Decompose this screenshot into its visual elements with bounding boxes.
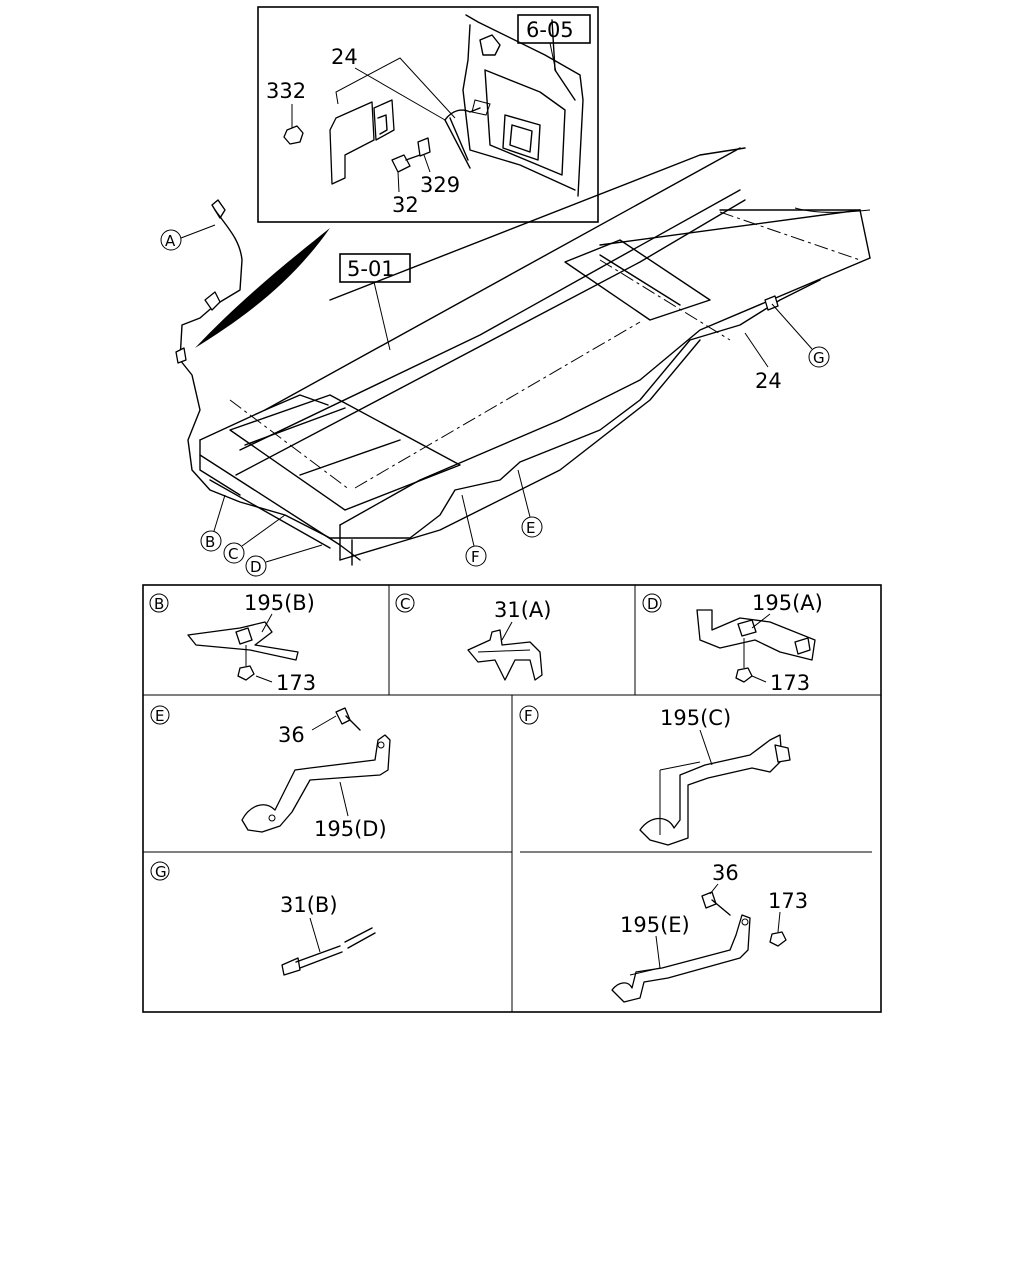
label-31A: 31(A) bbox=[494, 598, 551, 622]
label-195B: 195(B) bbox=[244, 591, 315, 615]
detail-195E: 36 173 195(E) bbox=[611, 861, 808, 1003]
label-173-H: 173 bbox=[768, 889, 808, 913]
svg-text:B: B bbox=[205, 533, 215, 551]
detail-B: B 195(B) 173 bbox=[149, 591, 316, 695]
svg-text:E: E bbox=[155, 707, 164, 725]
label-195E: 195(E) bbox=[620, 913, 690, 937]
svg-text:C: C bbox=[228, 545, 238, 563]
callout-G[interactable]: G bbox=[771, 303, 830, 368]
ref-5-01: 5-01 bbox=[347, 257, 395, 281]
label-195D: 195(D) bbox=[314, 817, 387, 841]
label-24-inset: 24 bbox=[331, 45, 358, 69]
label-24-main: 24 bbox=[755, 369, 782, 393]
svg-text:C: C bbox=[400, 595, 410, 613]
detail-C: C 31(A) bbox=[395, 593, 551, 681]
ref-box-6-05 bbox=[517, 14, 591, 44]
label-329: 329 bbox=[420, 173, 460, 197]
svg-text:F: F bbox=[471, 548, 480, 566]
label-173-D: 173 bbox=[770, 671, 810, 695]
svg-text:D: D bbox=[647, 595, 659, 613]
detail-grid bbox=[142, 584, 882, 1013]
svg-text:A: A bbox=[165, 232, 176, 250]
svg-text:E: E bbox=[526, 519, 535, 537]
detail-G: G 31(B) bbox=[150, 861, 376, 976]
ref-6-05: 6-05 bbox=[526, 18, 574, 42]
cable-24 bbox=[179, 209, 821, 539]
svg-text:B: B bbox=[154, 595, 164, 613]
svg-text:G: G bbox=[813, 349, 825, 367]
callout-C[interactable]: C bbox=[223, 514, 286, 564]
callout-A[interactable]: A bbox=[160, 224, 216, 251]
svg-text:F: F bbox=[524, 707, 533, 725]
label-195A: 195(A) bbox=[752, 591, 823, 615]
callout-F[interactable]: F bbox=[461, 494, 487, 567]
label-332: 332 bbox=[266, 79, 306, 103]
inset-detail: 6-05 24 332 329 32 bbox=[257, 6, 599, 223]
detail-F: F 195(C) bbox=[519, 705, 791, 846]
label-173-B: 173 bbox=[276, 671, 316, 695]
detail-D: D 195(A) 173 bbox=[642, 591, 823, 695]
svg-text:D: D bbox=[250, 558, 262, 576]
detail-E: E 36 195(D) bbox=[150, 705, 391, 841]
label-31B: 31(B) bbox=[280, 893, 338, 917]
label-32: 32 bbox=[392, 193, 419, 217]
callout-B[interactable]: B bbox=[200, 494, 226, 552]
wheel-arc bbox=[195, 228, 330, 348]
callout-E[interactable]: E bbox=[517, 469, 543, 538]
main-frame-assembly: 5-01 24 A B C D bbox=[160, 147, 871, 577]
callout-D[interactable]: D bbox=[245, 544, 323, 577]
label-195C: 195(C) bbox=[660, 706, 731, 730]
inset-frame bbox=[257, 6, 599, 223]
label-36-H: 36 bbox=[712, 861, 739, 885]
svg-text:G: G bbox=[155, 863, 167, 881]
label-36-E: 36 bbox=[278, 723, 305, 747]
ref-box-5-01 bbox=[339, 253, 411, 283]
